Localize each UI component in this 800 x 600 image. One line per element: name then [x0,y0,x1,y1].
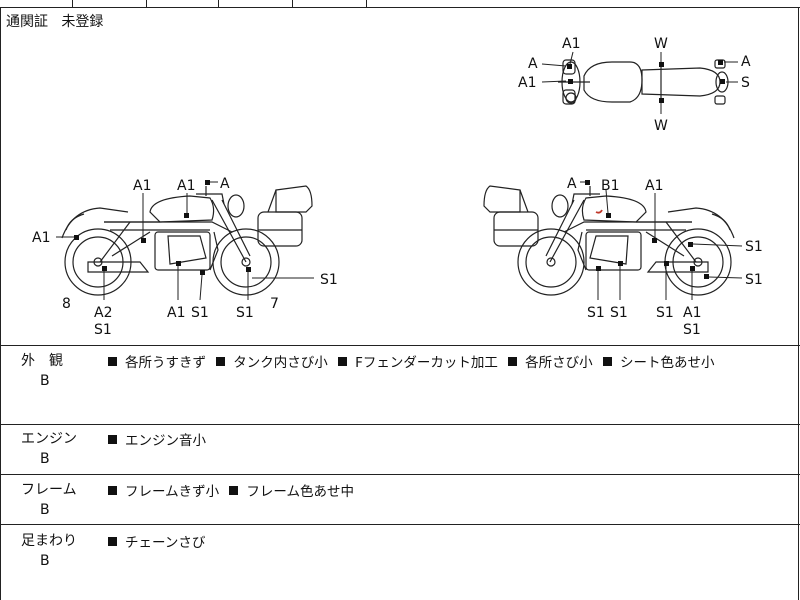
right-label-s1-c: S1 [587,305,605,321]
right-label-a1-b: A1 [683,305,701,321]
right-label-s1-d: S1 [610,305,628,321]
right-label-s1-f: S1 [683,322,701,338]
left-view-labels: A1 A1 A A1 8 A2 S1 A1 S1 S1 S1 7 [32,176,338,338]
right-view-markers [585,180,709,279]
top-label-w-lower: W [654,118,668,134]
right-view-labels: A B1 A1 S1 S1 S1 S1 S1 A1 S1 [567,176,763,338]
exterior-item: シート色あせ小 [619,355,715,371]
left-label-s1-b: S1 [191,305,209,321]
right-label-a1-a: A1 [645,178,663,194]
top-label-a-left: A [528,56,538,72]
top-view-leaders [541,51,738,114]
right-label-a: A [567,176,577,192]
right-label-b1: B1 [601,178,620,194]
section-items-suspension: チェーンさび [108,531,211,551]
frame-item: フレーム色あせ中 [246,484,355,500]
left-view-markers [74,180,251,275]
left-label-7: 7 [270,296,279,312]
left-label-s1-d: S1 [320,272,338,288]
engine-item: エンジン音小 [125,433,206,449]
left-label-8: 8 [62,296,71,312]
customs-value: 未登録 [61,14,104,30]
top-label-s: S [741,75,750,91]
exterior-item: 各所さび小 [525,355,593,371]
section-title-exterior: 外 観 [21,353,63,369]
section-title-frame: フレーム [21,482,77,498]
divider-frame [0,474,800,475]
top-view-labels: A1 W A A A1 S W [518,36,751,134]
motorcycle-top-view [558,59,729,105]
top-label-a1-left: A1 [518,75,536,91]
motorcycle-left-view [61,185,313,296]
divider-suspension [0,524,800,525]
section-grade-suspension: B [40,553,50,569]
section-title-engine: エンジン [21,431,77,447]
right-label-s1-b: S1 [745,272,763,288]
right-label-s1-a: S1 [745,239,763,255]
exterior-item: Fフェンダーカット加工 [355,355,498,371]
left-label-a1-d: A1 [167,305,185,321]
customs-status: 通関証 未登録 [6,11,103,31]
suspension-item: チェーンさび [125,535,206,551]
section-items-engine: エンジン音小 [108,429,212,449]
left-label-s1-a: S1 [94,322,112,338]
section-title-suspension: 足まわり [21,533,77,549]
left-view-leaders [56,181,314,301]
left-label-a1-c: A1 [32,230,50,246]
section-items-exterior: 各所うすきず タンク内さび小 Fフェンダーカット加工 各所さび小 シート色あせ小 [108,351,720,371]
section-grade-frame: B [40,502,50,518]
right-view-leaders [580,181,743,300]
top-label-a-right: A [741,54,751,70]
divider-exterior [0,345,800,346]
top-label-w-upper: W [654,36,668,52]
exterior-item: タンク内さび小 [233,355,328,371]
divider-engine [0,424,800,425]
left-label-a: A [220,176,230,192]
frame-item: フレームきず小 [125,484,220,500]
motorcycle-right-view [483,185,735,296]
top-label-a1-front: A1 [562,36,580,52]
exterior-item: 各所うすきず [125,355,206,371]
report-frame [0,8,799,600]
left-label-a1-a: A1 [133,178,151,194]
customs-label: 通関証 [6,14,48,30]
left-label-s1-c: S1 [236,305,254,321]
right-label-s1-e: S1 [656,305,674,321]
top-view-markers [567,60,725,103]
left-label-a2: A2 [94,305,112,321]
left-label-a1-b: A1 [177,178,195,194]
header-table-strip [0,0,800,8]
damage-diagram: A1 W A A A1 S W [32,36,763,338]
section-grade-engine: B [40,451,50,467]
section-grade-exterior: B [40,373,50,389]
section-items-frame: フレームきず小 フレーム色あせ中 [108,480,360,500]
